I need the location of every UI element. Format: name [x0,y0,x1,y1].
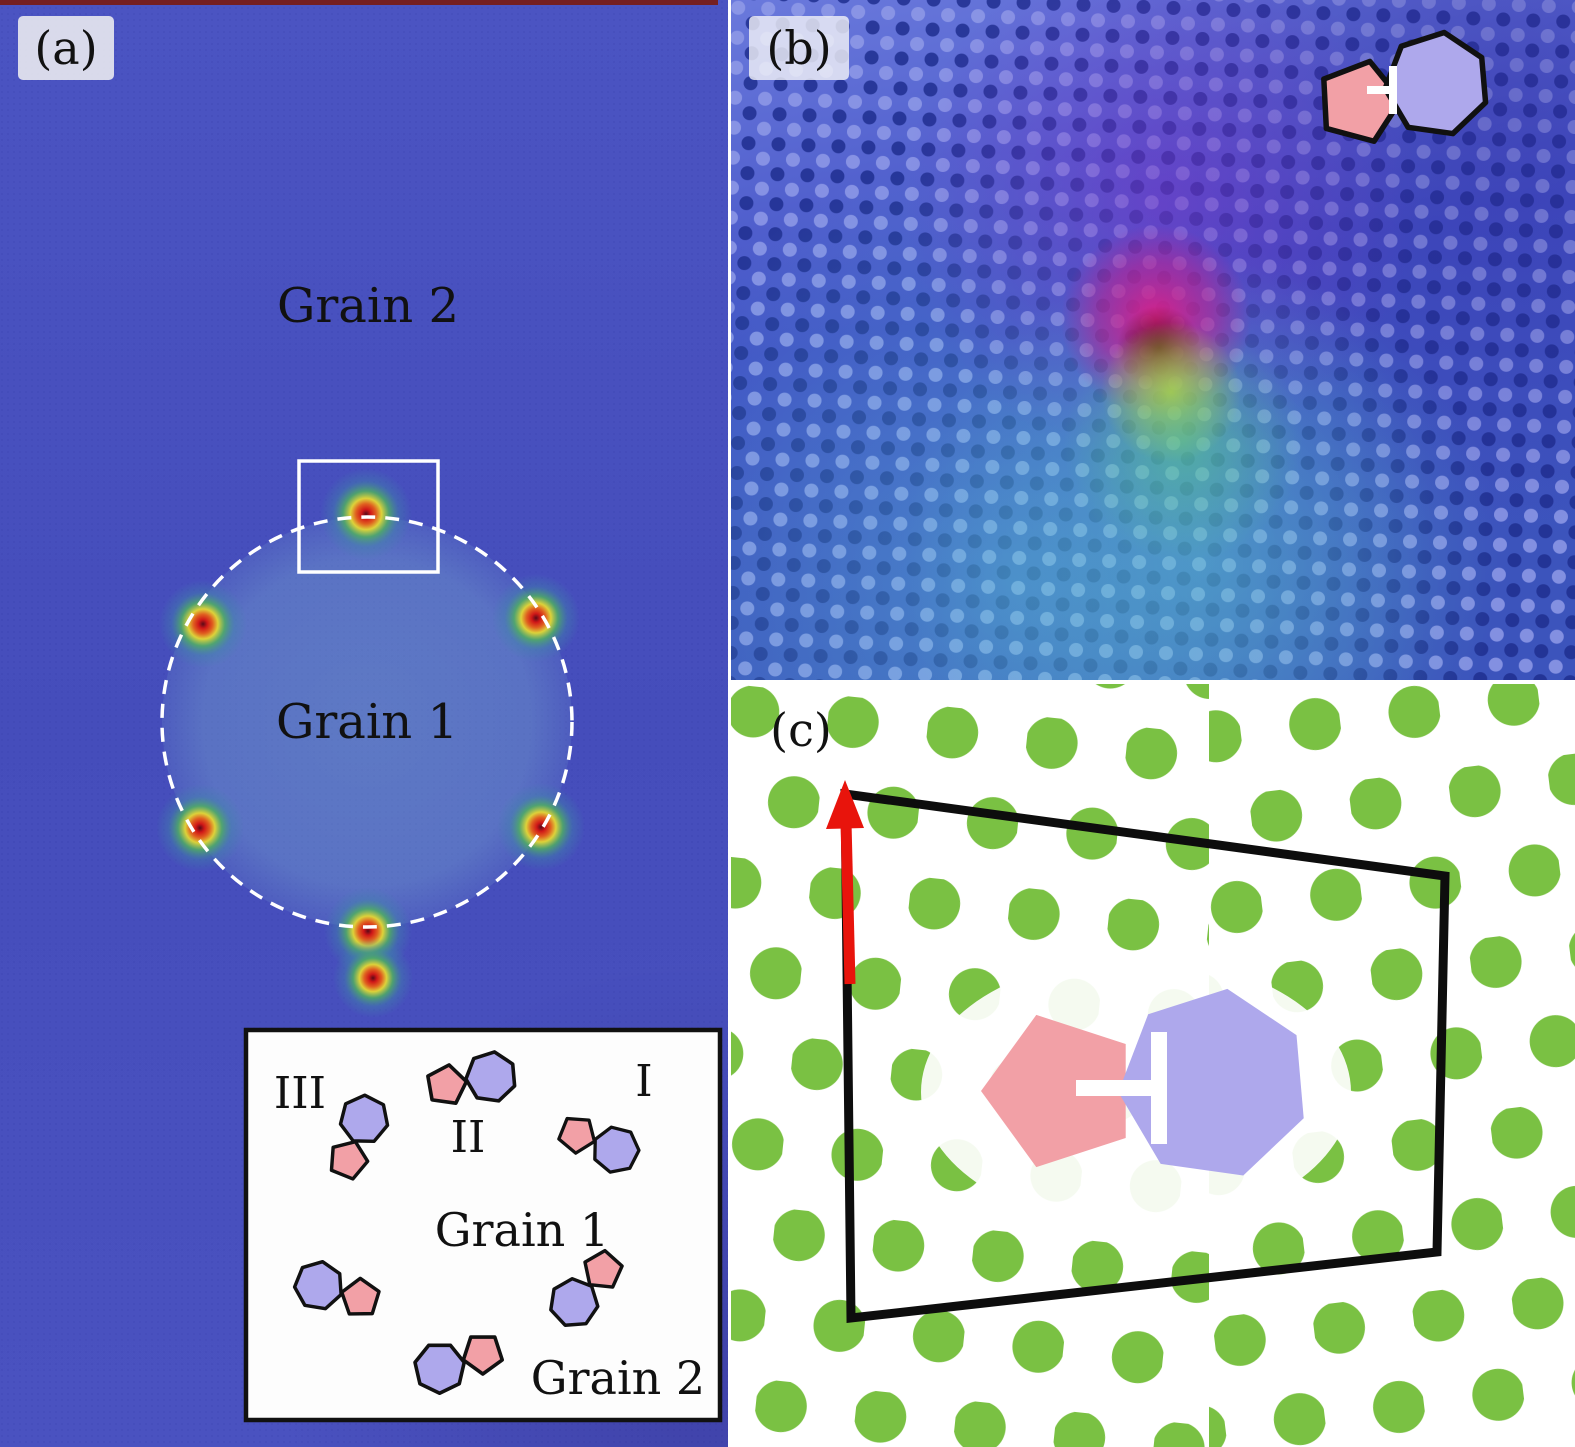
dislocation-hotspot [333,938,413,1018]
panel-a-simulation: (a) Grain 2 Grain 1 III II I Grain 1 Gra… [0,0,728,1447]
panel-b-canvas: (b) [731,0,1575,680]
dislocation-hotspots [156,468,585,1018]
panel-c-canvas: (c) [731,684,1575,1447]
pentagon-heptagon-icon [1321,29,1489,144]
panel-a-label: (a) [34,21,97,75]
panel-b-zoom-dislocation: (b) [731,0,1575,680]
panel-a-label-chip [18,16,114,80]
heptagon-icon [1382,29,1489,137]
panel-c-label: (c) [770,703,832,757]
dislocation-hotspot [159,580,247,668]
tack-vertical-bar [1151,1032,1167,1144]
tack-stem [1076,1080,1156,1096]
dislocation-core [1061,225,1303,562]
dislocation-hotspot [492,574,580,662]
dislocation-tack-icon [1367,66,1397,114]
panel-b-label: (b) [766,21,831,75]
dislocation-hotspot [497,783,585,871]
tack-stem [1367,86,1391,94]
legend-numeral-II: II [451,1112,486,1163]
grain2-label: Grain 2 [277,278,459,334]
grain1-region [162,517,572,927]
dislocation-tack-icon [1076,1032,1167,1144]
grain-boundary-dashed-circle [160,515,574,929]
pentagon-shape [981,1014,1126,1168]
dislocation-hotspot [156,784,244,872]
legend-numeral-I: I [635,1056,652,1107]
panel-a-canvas: (a) Grain 2 Grain 1 III II I Grain 1 Gra… [0,0,728,1447]
legend-grain2-label: Grain 2 [531,1351,705,1405]
top-boundary-line [0,0,718,5]
legend-grain1-label: Grain 1 [435,1203,609,1257]
dislocation-hotspot [320,468,412,560]
legend-numeral-III: III [274,1068,326,1119]
legend-inset: III II I Grain 1 Grain 2 [243,1027,723,1423]
burgers-arrow-head [826,780,864,829]
burgers-circuit [840,788,1450,1324]
tack-vertical-bar [1389,66,1397,114]
grain1-label: Grain 1 [276,694,458,750]
burgers-arrow-shaft [840,821,856,985]
core-green [1063,322,1303,562]
panel-c-burgers-circuit: (c) [731,684,1575,1447]
panel-b-label-chip [749,16,849,80]
burgers-vector-arrow [826,780,864,985]
zoom-region-box [297,459,440,574]
